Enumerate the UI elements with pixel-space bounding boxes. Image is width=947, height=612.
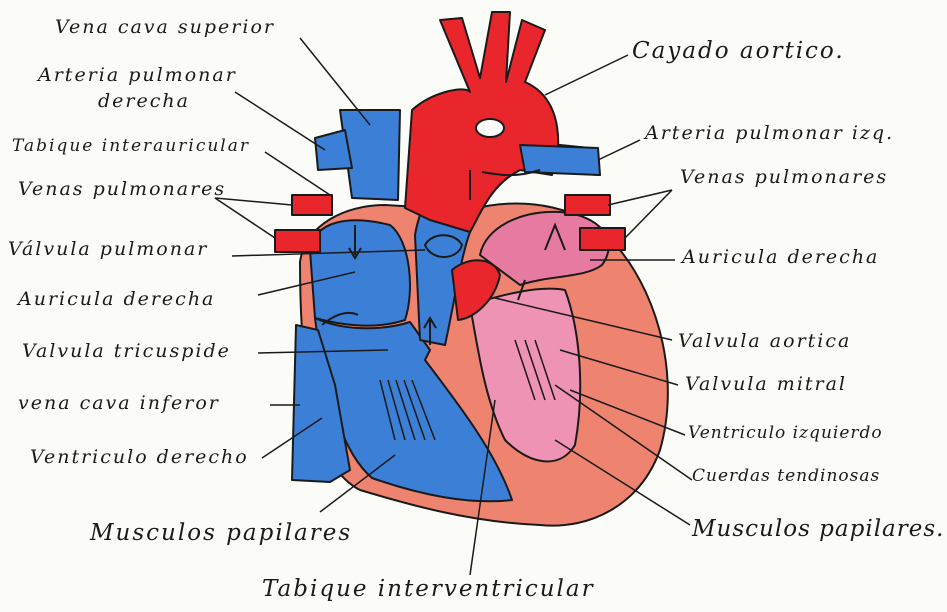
label-vena-cava-superior: Vena cava superior <box>55 18 275 37</box>
label-vena-cava-inferior: vena cava inferor <box>18 394 220 413</box>
right-pulmonary-artery <box>315 130 352 170</box>
label-venas-pulmonares-right: Venas pulmonares <box>680 168 888 187</box>
label-venas-pulmonares-left: Venas pulmonares <box>18 180 226 199</box>
label-valvula-pulmonar: Válvula pulmonar <box>8 240 208 259</box>
label-musculos-papilares-left: Musculos papilares <box>90 522 352 545</box>
label-auricula-derecha-left: Auricula derecha <box>18 290 215 309</box>
label-valvula-mitral: Valvula mitral <box>685 375 847 394</box>
label-valvula-aortica: Valvula aortica <box>678 332 851 351</box>
pulmonary-vein-right-upper <box>565 195 610 215</box>
label-arteria-pulmonar-derecha-line1: Arteria pulmonar <box>38 66 237 85</box>
label-auricula-derecha-right: Auricula derecha <box>682 248 879 267</box>
pulmonary-valve <box>425 235 462 257</box>
label-valvula-tricuspide: Valvula tricuspide <box>22 342 231 361</box>
label-arteria-pulmonar-izq: Arteria pulmonar izq. <box>645 124 894 143</box>
label-ventriculo-izquierdo: Ventriculo izquierdo <box>688 425 883 442</box>
right-atrium <box>310 220 410 325</box>
label-cuerdas-tendinosas: Cuerdas tendinosas <box>692 468 880 485</box>
label-ventriculo-derecho: Ventriculo derecho <box>30 448 249 467</box>
label-arteria-pulmonar-derecha-line2: derecha <box>98 92 190 111</box>
pulmonary-vein-left-upper <box>292 195 332 215</box>
label-tabique-interauricular: Tabique interauricular <box>12 138 250 155</box>
pulmonary-vein-right-lower <box>580 228 625 250</box>
label-musculos-papilares-right: Musculos papilares. <box>692 518 944 541</box>
pulmonary-vein-left-lower <box>275 230 320 252</box>
label-cayado-aortico: Cayado aortico. <box>632 40 845 63</box>
label-tabique-interventricular: Tabique interventricular <box>262 578 595 601</box>
left-pulmonary-artery <box>520 145 600 175</box>
